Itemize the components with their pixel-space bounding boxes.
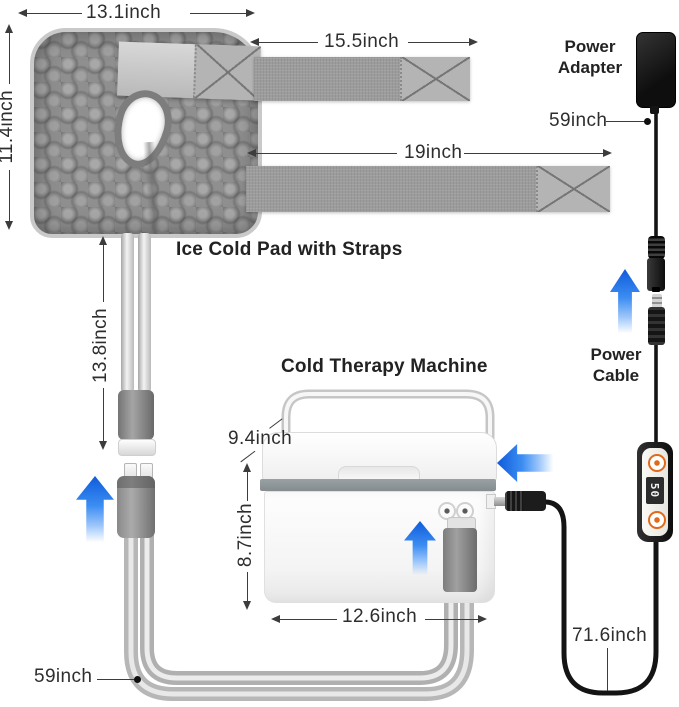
- measure-pad-width: 13.1inch: [86, 2, 162, 23]
- measure-strap-long: 19inch: [404, 142, 463, 163]
- machine-label: Cold Therapy Machine: [281, 356, 488, 377]
- arrowhead-down: [98, 441, 107, 450]
- strap-short: [254, 57, 470, 101]
- velcro-patch: [400, 57, 470, 101]
- arrowhead-down: [242, 601, 251, 610]
- measure-line: [102, 244, 104, 302]
- arrowhead-right: [469, 38, 478, 46]
- measure-machine-width: 12.6inch: [342, 606, 418, 627]
- pad-tube-left: [121, 233, 134, 393]
- power-cable-label: Power Cable: [590, 345, 642, 385]
- arrowhead-up: [4, 24, 13, 33]
- arrowhead-up: [98, 236, 107, 245]
- measure-machine-depth: 9.4inch: [228, 428, 293, 449]
- tube-sleeve: [118, 390, 154, 440]
- arrowhead-down: [4, 221, 13, 230]
- controller-display: 50: [646, 477, 664, 504]
- measure-line: [464, 153, 604, 155]
- dc-female-socket: [652, 287, 660, 292]
- controller-display-value: 50: [648, 482, 662, 499]
- dc-male-tip: [652, 294, 662, 308]
- measure-line: [102, 388, 104, 442]
- machine-hose-coupler: [443, 528, 477, 592]
- measure-line: [425, 619, 479, 621]
- measure-line: [279, 619, 337, 621]
- measure-power-cable: 71.6inch: [572, 625, 648, 646]
- strap-long: [246, 166, 610, 212]
- cable-strain-coil: [648, 236, 665, 259]
- measure-dot: [644, 118, 651, 125]
- arrowhead-left: [250, 38, 259, 46]
- velcro-patch: [193, 44, 261, 101]
- dc-plug-body: [505, 491, 546, 511]
- velcro-patch: [536, 166, 610, 212]
- measure-line: [8, 170, 10, 222]
- up-arrow-icon: [76, 476, 114, 542]
- arrowhead-left: [271, 615, 280, 623]
- hose-connector-band: [117, 476, 155, 488]
- measure-line: [607, 648, 609, 691]
- measure-tube: 13.8inch: [90, 308, 111, 384]
- dc-plug-ridges: [505, 491, 523, 511]
- dc-male-connector: [648, 307, 665, 345]
- power-adapter-outlet: [650, 106, 659, 114]
- measure-line: [246, 471, 248, 501]
- arrowhead-right: [478, 615, 487, 623]
- measure-line: [8, 32, 10, 84]
- controller-mode-button[interactable]: [648, 511, 666, 529]
- measure-line: [246, 572, 248, 602]
- cooler-seal-band: [260, 479, 496, 491]
- power-adapter-brick: [636, 32, 676, 108]
- arrowhead-left: [247, 149, 256, 157]
- measure-line: [255, 153, 397, 155]
- measure-line: [190, 13, 246, 15]
- measure-line: [258, 42, 318, 44]
- dc-female-connector: [647, 258, 665, 291]
- measure-pad-height: 11.4inch: [0, 90, 17, 164]
- cooler-latch: [338, 466, 420, 482]
- up-arrow-icon: [610, 269, 640, 333]
- ice-pad-label: Ice Cold Pad with Straps: [176, 239, 403, 260]
- left-arrow-icon: [497, 444, 553, 482]
- measure-line: [26, 13, 82, 15]
- arrowhead-right: [603, 149, 612, 157]
- arrowhead-left: [18, 9, 27, 17]
- measure-dot: [134, 676, 141, 683]
- arrowhead-up: [242, 463, 251, 472]
- measure-line: [606, 121, 646, 123]
- measure-hose: 59inch: [34, 666, 93, 687]
- dc-plug-tip: [494, 497, 506, 506]
- tube-connector-cap: [118, 439, 156, 456]
- pad-tube-right: [138, 233, 151, 393]
- measure-tick: [240, 450, 256, 463]
- power-adapter-label: Power Adapter: [557, 37, 623, 77]
- measure-line: [97, 679, 135, 681]
- measure-line: [408, 42, 470, 44]
- measure-strap-short: 15.5inch: [324, 31, 400, 52]
- measure-machine-height: 8.7inch: [235, 503, 256, 568]
- arrowhead-right: [246, 9, 255, 17]
- measure-adapter-cable: 59inch: [549, 110, 608, 131]
- controller-power-button[interactable]: [648, 454, 666, 472]
